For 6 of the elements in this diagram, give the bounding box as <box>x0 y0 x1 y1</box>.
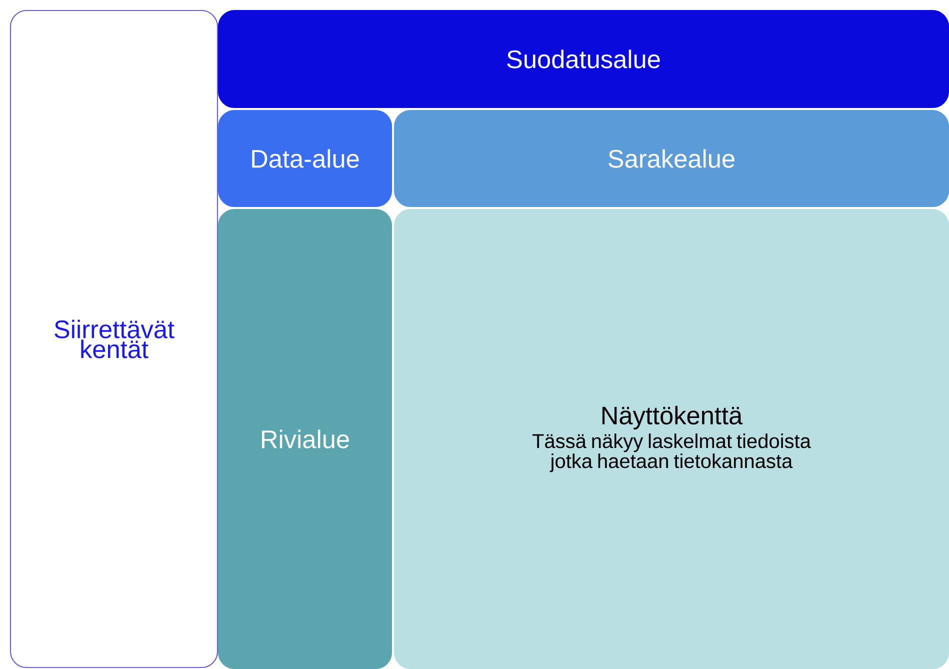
row-area-box: Rivialue <box>218 208 392 669</box>
display-area-box: Näyttökenttä Tässä näkyy laskelmat tiedoista jotka haetaan tietokannasta <box>394 208 949 669</box>
filter-area-box: Suodatusalue <box>218 10 949 108</box>
column-area-box: Sarakealue <box>394 110 949 208</box>
data-area-box: Data-alue <box>218 110 392 208</box>
field-list-panel: Siirrettävät kentät <box>10 10 218 668</box>
